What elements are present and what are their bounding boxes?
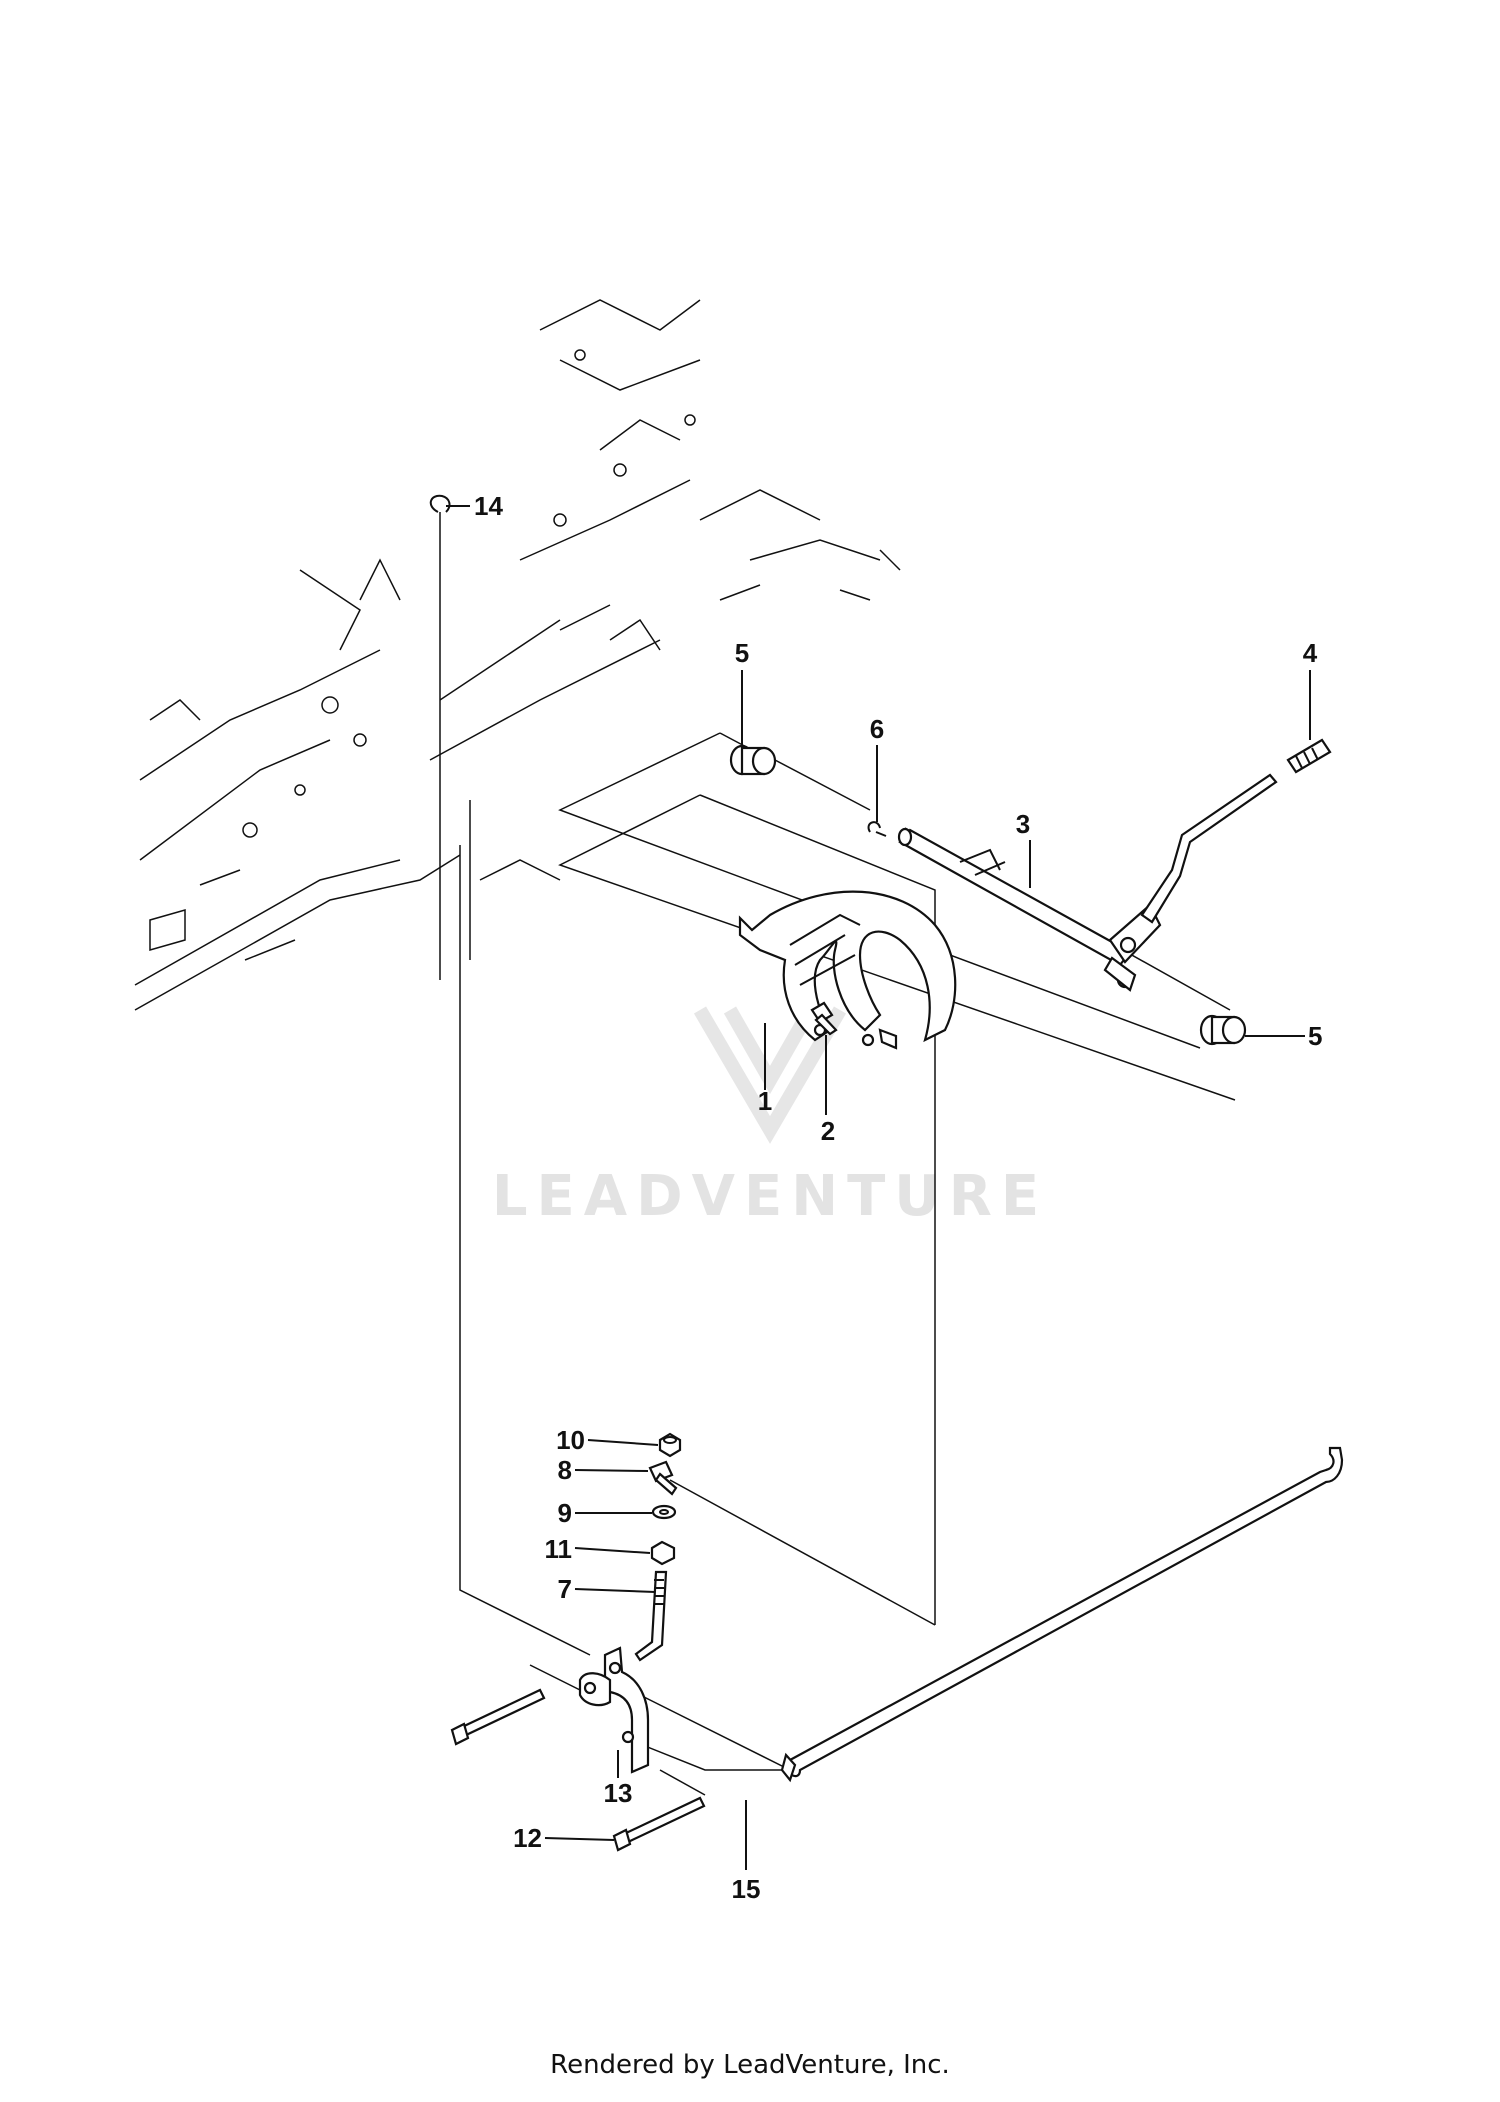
callout-12: 12 <box>513 1823 542 1853</box>
callout-7: 7 <box>558 1574 572 1604</box>
callout-8: 8 <box>558 1455 572 1485</box>
callout-4: 4 <box>1303 638 1318 668</box>
part-washer <box>651 1504 677 1520</box>
part-bushing-lower <box>1199 1014 1247 1046</box>
part-clip <box>429 494 451 513</box>
part-bushing-upper <box>729 744 777 776</box>
callout-6: 6 <box>870 714 884 744</box>
part-clip-upper <box>867 821 887 837</box>
callout-2: 2 <box>821 1116 835 1146</box>
callout-14: 14 <box>474 491 503 521</box>
callout-5-upper: 5 <box>735 638 749 668</box>
callout-1: 1 <box>758 1086 772 1116</box>
callout-3: 3 <box>1016 809 1030 839</box>
tractor-frame <box>134 299 901 1011</box>
part-bolt-left <box>450 1688 546 1746</box>
footer-credit: Rendered by LeadVenture, Inc. <box>550 2050 950 2080</box>
watermark-text: LEADVENTURE <box>492 1164 1048 1229</box>
part-lift-bracket <box>578 1646 650 1774</box>
callout-13: 13 <box>604 1778 633 1808</box>
callout-9: 9 <box>558 1498 572 1528</box>
callout-11: 11 <box>545 1534 573 1564</box>
part-bolts <box>810 1001 898 1050</box>
part-lift-lever <box>1103 738 1332 992</box>
part-nut-lower <box>650 1540 676 1566</box>
part-adjuster-rod <box>634 1570 668 1662</box>
callout-5-lower: 5 <box>1308 1021 1322 1051</box>
part-shaft <box>897 827 1132 967</box>
callout-15: 15 <box>732 1874 761 1904</box>
part-nut-top <box>658 1432 682 1458</box>
watermark-logo <box>693 1006 847 1144</box>
part-bolt-lower <box>612 1796 706 1852</box>
callout-10: 10 <box>556 1425 585 1455</box>
part-lift-link <box>780 1446 1344 1783</box>
leader-lines <box>446 505 1311 1870</box>
part-pin <box>648 1460 678 1496</box>
part-height-plate <box>738 890 957 1047</box>
